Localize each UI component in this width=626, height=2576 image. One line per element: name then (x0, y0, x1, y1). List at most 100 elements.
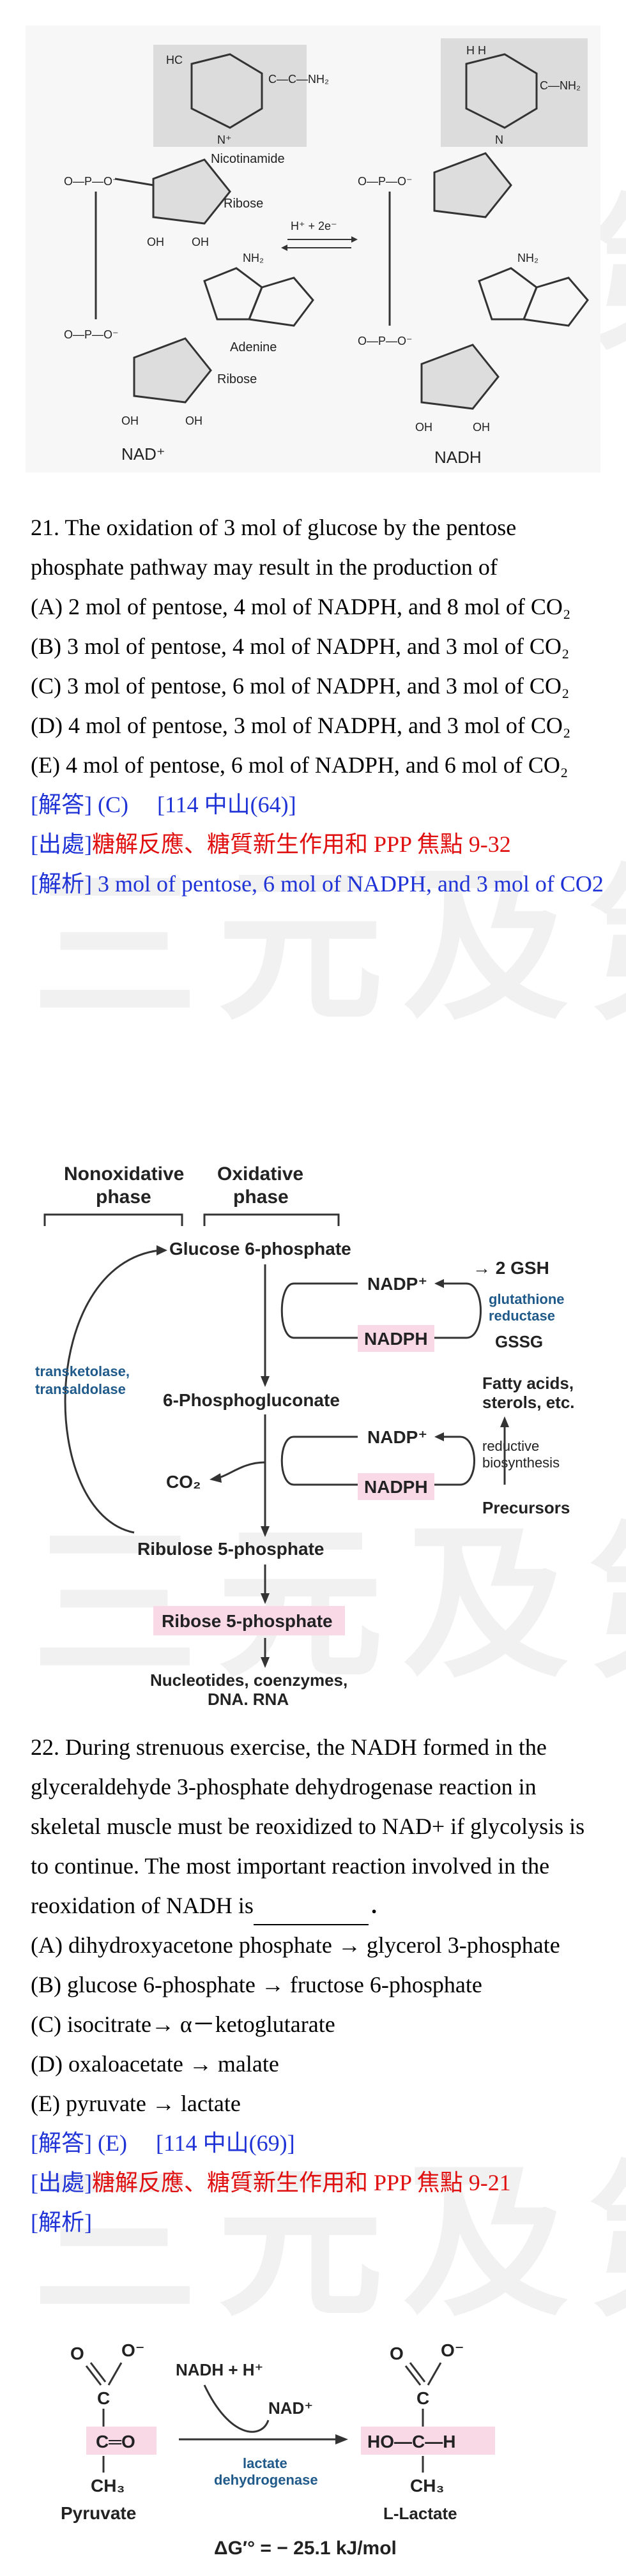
svg-text:OH: OH (473, 421, 490, 434)
option-b: (B) glucose 6-phosphate → fructose 6-pho… (31, 1972, 482, 1997)
analysis-text: 3 mol of pentose, 6 mol of NADPH, and 3 … (97, 871, 604, 897)
svg-text:O—P—O⁻: O—P—O⁻ (64, 328, 119, 341)
svg-text:C: C (97, 2388, 110, 2408)
nadph-1: NADPH (364, 1329, 428, 1349)
answer-tag: [解答] (31, 792, 92, 817)
2-gsh: → 2 GSH (473, 1258, 549, 1278)
pyruvate-label: Pyruvate (61, 2503, 136, 2523)
nadh-h-label: NADH + H⁺ (176, 2360, 263, 2379)
svg-text:OH: OH (121, 414, 139, 427)
nadp-loop-1 (280, 1282, 358, 1339)
watermark: 三元及第 (32, 1508, 626, 1701)
transketolase-label: transketolase,transaldolase (35, 1363, 130, 1397)
svg-text:N: N (495, 133, 503, 146)
svg-text:O—P—O⁻: O—P—O⁻ (64, 175, 119, 188)
svg-text:HC: HC (166, 54, 183, 66)
answer-value: (E) (97, 2130, 127, 2156)
nadh-nicotinamide-highlight (441, 38, 588, 147)
svg-text:C═O: C═O (96, 2432, 135, 2451)
answer-line: [解答] (E) [114 中山(69)] (31, 2123, 606, 2163)
ribose-label-2: Ribose (217, 372, 257, 386)
nadp-plus-2: NADP⁺ (367, 1427, 427, 1447)
svg-text:OH: OH (147, 236, 164, 248)
ribulose-5-phosphate: Ribulose 5-phosphate (137, 1539, 324, 1559)
option-c: (C) 3 mol of pentose, 6 mol of NADPH, an… (31, 673, 570, 699)
answer-line: [解答] (C) [114 中山(64)] (31, 785, 606, 824)
svg-text:NH₂: NH₂ (243, 252, 264, 264)
svg-text:OH: OH (185, 414, 202, 427)
nadp-loop-2 (280, 1436, 358, 1486)
option-a: (A) dihydroxyacetone phosphate → glycero… (31, 1932, 560, 1958)
svg-text:O—P—O⁻: O—P—O⁻ (358, 335, 413, 347)
question-21: 21. The oxidation of 3 mol of glucose by… (31, 508, 606, 904)
ribose-5-phosphate: Ribose 5-phosphate (162, 1611, 333, 1631)
precursors: Precursors (482, 1498, 570, 1517)
watermark: 三元及第 (32, 2147, 626, 2340)
nad-plus-label: NAD⁺ (121, 444, 165, 464)
ch3-lactate: CH₃ (410, 2476, 444, 2496)
analysis-line: [解析] (31, 2202, 606, 2242)
svg-text:NH₂: NH₂ (517, 252, 538, 264)
question-stem: 22. During strenuous exercise, the NADH … (31, 1727, 606, 1925)
source-ref: [114 中山(69)] (155, 2130, 295, 2156)
hydroxyl-highlight (361, 2427, 495, 2455)
6-phosphogluconate: 6-Phosphogluconate (163, 1390, 340, 1410)
origin-text: 糖解反應、糖質新生作用和 PPP (91, 831, 411, 857)
gssg: GSSG (495, 1332, 543, 1351)
ribose-label: Ribose (224, 197, 263, 211)
lactate-dehydrogenase-figure: O O⁻ C C═O CH₃ Pyruvate NADH + H⁺ NAD⁺ l… (61, 2340, 495, 2559)
origin-tag: [出處] (31, 2170, 92, 2195)
svg-text:H H: H H (466, 44, 486, 57)
reaction-label: H⁺ + 2e⁻ (291, 220, 337, 232)
svg-text:C—C—NH₂: C—C—NH₂ (268, 73, 329, 86)
option-c: (C) isocitrate→ α－ketoglutarate (31, 2012, 335, 2037)
answer-blank (253, 1898, 369, 1925)
lactate-label: L-Lactate (383, 2504, 457, 2523)
answer-value: (C) (97, 792, 128, 817)
option-d: (D) oxaloacetate → malate (31, 2051, 279, 2077)
nadph-highlight-1 (358, 1325, 434, 1352)
option-d: (D) 4 mol of pentose, 3 mol of NADPH, an… (31, 713, 571, 738)
origin-text: 糖解反應、糖質新生作用和 PPP (91, 2170, 411, 2195)
origin-line: [出處]糖解反應、糖質新生作用和 PPP 焦點 9-21 (31, 2163, 606, 2202)
fatty-acids-label: Fatty acids,sterols, etc. (482, 1374, 575, 1412)
svg-text:C: C (416, 2388, 429, 2408)
option-e: (E) pyruvate → lactate (31, 2091, 241, 2116)
origin-tag: [出處] (31, 831, 92, 857)
option-a: (A) 2 mol of pentose, 4 mol of NADPH, an… (31, 594, 571, 619)
origin-point: 焦點 9-32 (416, 831, 511, 857)
ribose-ring (152, 158, 231, 225)
option-e: (E) 4 mol of pentose, 6 mol of NADPH, an… (31, 752, 569, 778)
svg-text:N⁺: N⁺ (217, 133, 232, 146)
svg-text:O: O (390, 2344, 404, 2363)
nicotinamide-ring (190, 53, 263, 129)
nad-nadh-figure: HC C—C—NH₂ N⁺ Nicotinamide Ribose OH OH … (26, 26, 600, 473)
question-stem-text: 22. During strenuous exercise, the NADH … (31, 1734, 585, 1918)
analysis-tag: [解析] (31, 871, 92, 897)
option-b: (B) 3 mol of pentose, 4 mol of NADPH, an… (31, 633, 570, 659)
svg-text:C—NH₂: C—NH₂ (540, 79, 581, 92)
nadph-highlight-2 (358, 1473, 434, 1500)
svg-text:HO—C—H: HO—C—H (367, 2432, 455, 2451)
nadh-label: NADH (434, 448, 482, 467)
ch3-pyruvate: CH₃ (91, 2476, 125, 2496)
svg-text:OH: OH (192, 236, 209, 248)
nad-plus-label: NAD⁺ (268, 2398, 313, 2418)
svg-text:O—P—O⁻: O—P—O⁻ (358, 175, 413, 188)
ribose-5-phosphate-highlight (153, 1606, 345, 1635)
adenine-label: Adenine (230, 340, 277, 354)
svg-text:OH: OH (415, 421, 432, 434)
nadph-2: NADPH (364, 1477, 428, 1497)
glucose-6-phosphate: Glucose 6-phosphate (169, 1239, 351, 1259)
question-stem: 21. The oxidation of 3 mol of glucose by… (31, 515, 517, 580)
nicotinamide-highlight (153, 45, 307, 147)
analysis-line: [解析] 3 mol of pentose, 6 mol of NADPH, a… (31, 864, 606, 904)
analysis-tag: [解析] (31, 2209, 92, 2235)
nadp-plus-1: NADP⁺ (367, 1274, 427, 1294)
origin-line: [出處]糖解反應、糖質新生作用和 PPP 焦點 9-32 (31, 824, 606, 864)
source-ref: [114 中山(64)] (156, 792, 296, 817)
